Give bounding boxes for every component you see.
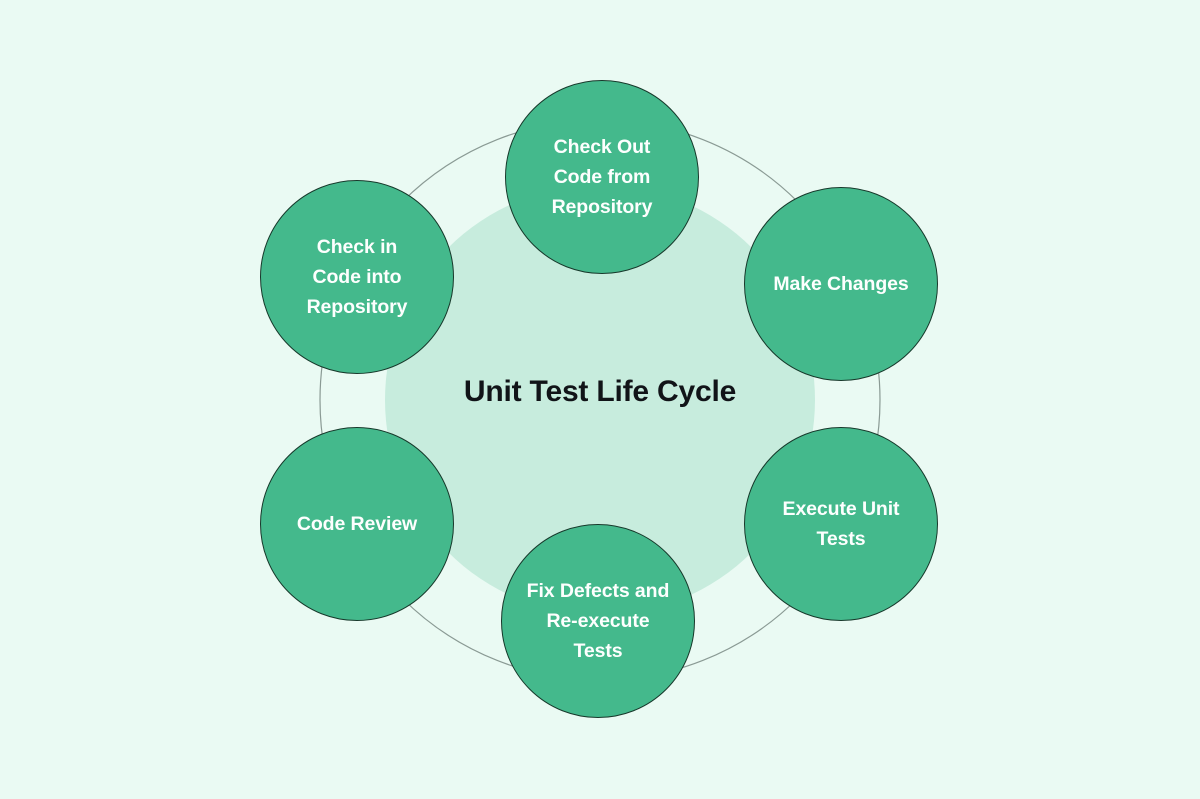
node-label-make-changes: Make Changes [773, 273, 909, 295]
page-title: Unit Test Life Cycle [463, 375, 737, 408]
node-execute-unit-tests[interactable]: Execute Unit Tests [744, 427, 938, 621]
node-check-out-code[interactable]: Check Out Code from Repository [505, 80, 699, 274]
node-label-check-in-code: Check in Code into Repository [306, 236, 408, 318]
node-check-in-code[interactable]: Check in Code into Repository [260, 180, 454, 374]
node-fix-defects[interactable]: Fix Defects and Re-execute Tests [501, 524, 695, 718]
node-label-check-out-code: Check Out Code from Repository [551, 136, 653, 218]
node-label-code-review: Code Review [296, 513, 418, 535]
node-make-changes[interactable]: Make Changes [744, 187, 938, 381]
node-label-fix-defects: Fix Defects and Re-execute Tests [526, 580, 670, 662]
node-label-execute-unit-tests: Execute Unit Tests [782, 498, 900, 550]
node-code-review[interactable]: Code Review [260, 427, 454, 621]
inner-disc [385, 185, 815, 615]
